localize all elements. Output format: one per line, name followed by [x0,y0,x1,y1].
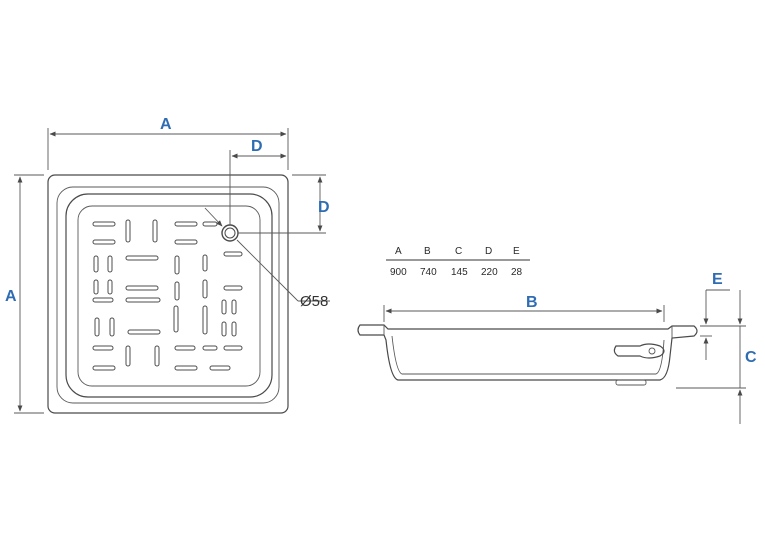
dim-label-d-top: D [251,138,263,155]
drain-outlet [613,343,665,359]
anti-slip-pattern [92,219,243,371]
tray-basin-inner-outline [77,205,261,387]
table-value-a: 900 [390,267,407,278]
dim-label-a-top: A [160,116,172,133]
drain-diameter-leader [204,207,223,227]
tray-rim-inner-outline [56,186,280,404]
dim-label-b: B [526,294,538,311]
drain-diameter-label: Ø58 [300,293,328,310]
table-value-e: 28 [511,267,523,278]
table-value-b: 740 [420,267,437,278]
side-view: B E C [357,271,757,424]
table-header-b: B [424,246,431,257]
dimensions-table: A B C D E 900 740 145 220 28 [386,246,530,278]
dim-label-a-left: A [5,288,17,305]
table-header-d: D [485,246,492,257]
dim-label-d-right: D [318,199,330,216]
dim-label-c: C [745,349,757,366]
drain-foot [615,379,647,386]
tray-outer-outline [47,174,289,414]
plan-view: A A D D Ø58 [5,116,330,414]
table-value-d: 220 [481,267,498,278]
table-header-a: A [395,246,402,257]
tray-basin-outline [65,193,273,398]
table-header-e: E [513,246,520,257]
drain-hole [221,224,239,242]
table-value-c: 145 [451,267,468,278]
dim-label-e: E [712,271,723,288]
tray-side-profile [357,324,698,381]
table-header-c: C [455,246,462,257]
drain-hole-inner [224,227,236,239]
